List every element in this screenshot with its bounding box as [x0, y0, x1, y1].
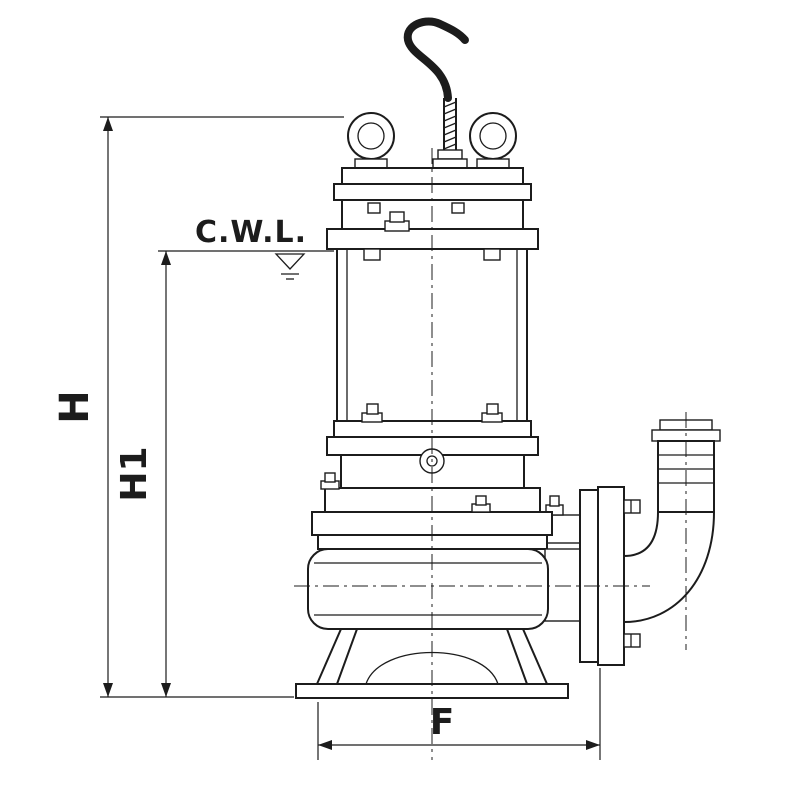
cwl-label: C.W.L. — [195, 215, 307, 250]
hook — [403, 17, 469, 102]
dim-label-f: F — [430, 702, 455, 743]
lifting-eye-left — [347, 112, 395, 171]
water-level-symbol — [274, 253, 306, 270]
cwl-marker: C.W.L. — [158, 215, 334, 280]
dimension-f: F — [317, 668, 601, 760]
dim-label-h1: H1 — [114, 446, 155, 501]
volute — [307, 548, 582, 630]
cable-gland — [432, 149, 468, 170]
seal-chamber — [320, 448, 541, 513]
dim-label-h: H — [52, 390, 98, 423]
centerlines — [294, 148, 687, 760]
discharge-elbow — [623, 511, 716, 624]
lifting-eye-right — [469, 112, 517, 171]
dimension-h1: H1 — [114, 251, 171, 697]
power-cable — [443, 98, 457, 152]
dimension-h: H — [52, 116, 344, 698]
